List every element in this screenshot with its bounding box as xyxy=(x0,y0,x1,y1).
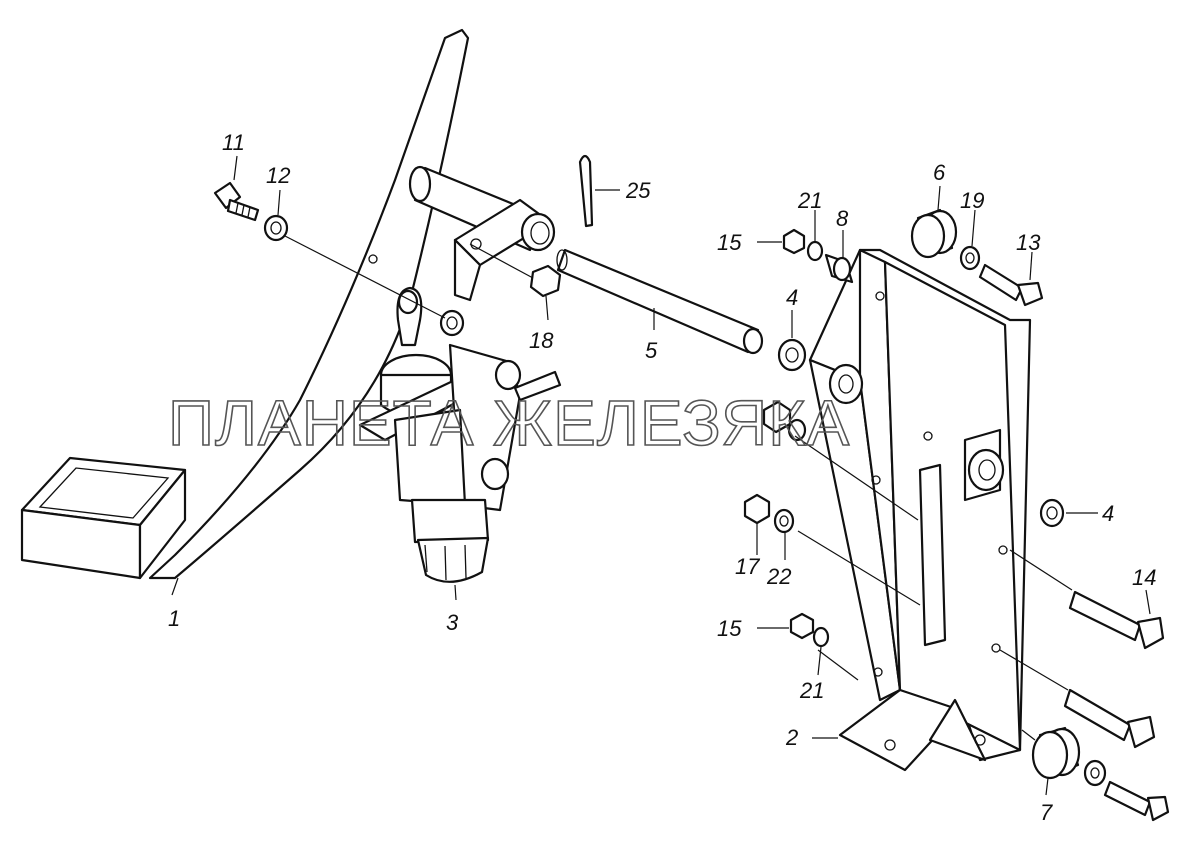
washer-near-cylinder xyxy=(439,309,465,337)
bolt-11 xyxy=(213,181,260,222)
callout-12: 12 xyxy=(266,163,290,188)
callout-5: 5 xyxy=(645,338,658,363)
washer-4-top xyxy=(777,338,807,372)
bolt-14-lower xyxy=(1063,688,1156,749)
bolt-bottom xyxy=(1103,780,1170,822)
shaft-5 xyxy=(556,248,764,355)
callout-6: 6 xyxy=(933,160,946,185)
callout-15-top: 15 xyxy=(717,230,742,255)
assembly-lines xyxy=(171,155,1151,796)
washer-12 xyxy=(263,214,289,242)
callout-21-top: 21 xyxy=(797,188,822,213)
callout-25: 25 xyxy=(625,178,651,203)
nut-15-bottom xyxy=(789,612,815,640)
cotter-pin-25 xyxy=(578,154,594,228)
watermark: ПЛАНЕТА ЖЕЛЕЗЯКА xyxy=(168,387,850,459)
washer-22 xyxy=(773,508,795,534)
callout-14: 14 xyxy=(1132,565,1156,590)
bushing-7 xyxy=(1031,726,1081,780)
bracket-2 xyxy=(787,248,1032,772)
callout-4-right: 4 xyxy=(1102,501,1114,526)
washer-21-bottom xyxy=(812,626,830,648)
pedal-pad xyxy=(20,456,187,580)
callout-7: 7 xyxy=(1040,800,1053,825)
callout-18: 18 xyxy=(529,328,554,353)
callout-4-top: 4 xyxy=(786,285,798,310)
callout-3: 3 xyxy=(446,610,459,635)
nut-18 xyxy=(529,264,562,298)
callout-1: 1 xyxy=(168,606,180,631)
spacer-8 xyxy=(824,253,854,284)
callout-19: 19 xyxy=(960,188,984,213)
bolt-13 xyxy=(978,263,1044,307)
nut-15-top xyxy=(782,228,806,255)
callout-numbers: 11 12 1 3 18 5 25 4 4 6 7 8 21 19 13 14 … xyxy=(168,130,1156,825)
callout-15-bottom: 15 xyxy=(717,616,742,641)
washer-21-top xyxy=(806,240,824,262)
bolt-14 xyxy=(1068,590,1165,650)
callout-2: 2 xyxy=(785,725,798,750)
washer-19 xyxy=(959,245,981,271)
nut-17 xyxy=(743,493,771,525)
bushing-6 xyxy=(910,208,958,259)
callout-11: 11 xyxy=(222,130,245,155)
nut-bracket xyxy=(762,400,792,434)
callout-13: 13 xyxy=(1016,230,1041,255)
callout-22: 22 xyxy=(766,564,791,589)
master-cylinder xyxy=(358,286,562,583)
callout-21-bottom: 21 xyxy=(799,678,824,703)
callout-8: 8 xyxy=(836,206,849,231)
callout-17: 17 xyxy=(735,554,760,579)
washer-4-right xyxy=(1039,498,1065,528)
washer-bottom xyxy=(1083,759,1107,787)
